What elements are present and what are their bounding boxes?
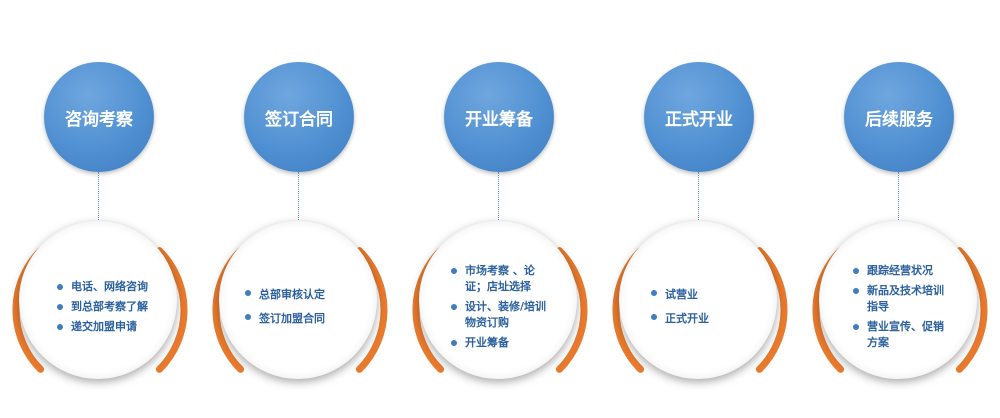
bullet-list: 跟踪经营状况 新品及技术培训指导 营业宣传、促销方案: [853, 263, 953, 355]
list-item: 签订加盟合同: [245, 309, 355, 329]
bullet-list: 总部审核认定 签订加盟合同: [245, 285, 355, 333]
step-contract: 签订合同 总部审核认定 签订加盟合同: [200, 0, 400, 418]
bullet-list: 市场考察 、论证；店址选择 设计、装修/培训物资订购 开业筹备: [451, 263, 555, 355]
list-item: 设计、装修/培训物资订购: [451, 299, 555, 331]
detail-circle: 总部审核认定 签订加盟合同: [219, 221, 377, 379]
step-title-circle: 咨询考察: [44, 62, 154, 172]
step-title: 正式开业: [665, 109, 733, 130]
bullet-list: 试营业 正式开业: [651, 285, 751, 333]
list-item: 新品及技术培训指导: [853, 283, 953, 315]
list-item: 递交加盟申请: [57, 319, 153, 335]
step-title-circle: 开业筹备: [444, 62, 554, 172]
step-title: 签订合同: [265, 109, 333, 130]
step-opening: 正式开业 试营业 正式开业: [600, 0, 800, 418]
list-item: 试营业: [651, 285, 751, 305]
step-title-circle: 签订合同: [244, 62, 354, 172]
list-item: 跟踪经营状况: [853, 263, 953, 279]
bullet-list: 电话、网络咨询 到总部考察了解 递交加盟申请: [57, 279, 153, 339]
step-preparation: 开业筹备 市场考察 、论证；店址选择 设计、装修/培训物资订购 开业筹备: [400, 0, 600, 418]
connector-line: [298, 172, 299, 220]
step-title-circle: 正式开业: [644, 62, 754, 172]
step-after-service: 后续服务 跟踪经营状况 新品及技术培训指导 营业宣传、促销方案: [800, 0, 1000, 418]
connector-line: [498, 172, 499, 220]
connector-line: [98, 172, 99, 220]
step-title: 后续服务: [865, 109, 933, 130]
step-consult: 咨询考察 电话、网络咨询 到总部考察了解 递交加盟申请: [0, 0, 200, 418]
list-item: 营业宣传、促销方案: [853, 319, 953, 351]
detail-circle: 试营业 正式开业: [619, 221, 777, 379]
list-item: 正式开业: [651, 309, 751, 329]
list-item: 市场考察 、论证；店址选择: [451, 263, 555, 295]
list-item: 到总部考察了解: [57, 299, 153, 315]
list-item: 开业筹备: [451, 335, 555, 351]
detail-circle: 市场考察 、论证；店址选择 设计、装修/培训物资订购 开业筹备: [419, 221, 577, 379]
list-item: 总部审核认定: [245, 285, 355, 305]
step-title-circle: 后续服务: [844, 62, 954, 172]
detail-circle: 跟踪经营状况 新品及技术培训指导 营业宣传、促销方案: [819, 221, 977, 379]
step-title: 开业筹备: [465, 109, 533, 130]
connector-line: [698, 172, 699, 220]
detail-circle: 电话、网络咨询 到总部考察了解 递交加盟申请: [19, 221, 177, 379]
connector-line: [898, 172, 899, 220]
step-title: 咨询考察: [65, 109, 133, 130]
list-item: 电话、网络咨询: [57, 279, 153, 295]
